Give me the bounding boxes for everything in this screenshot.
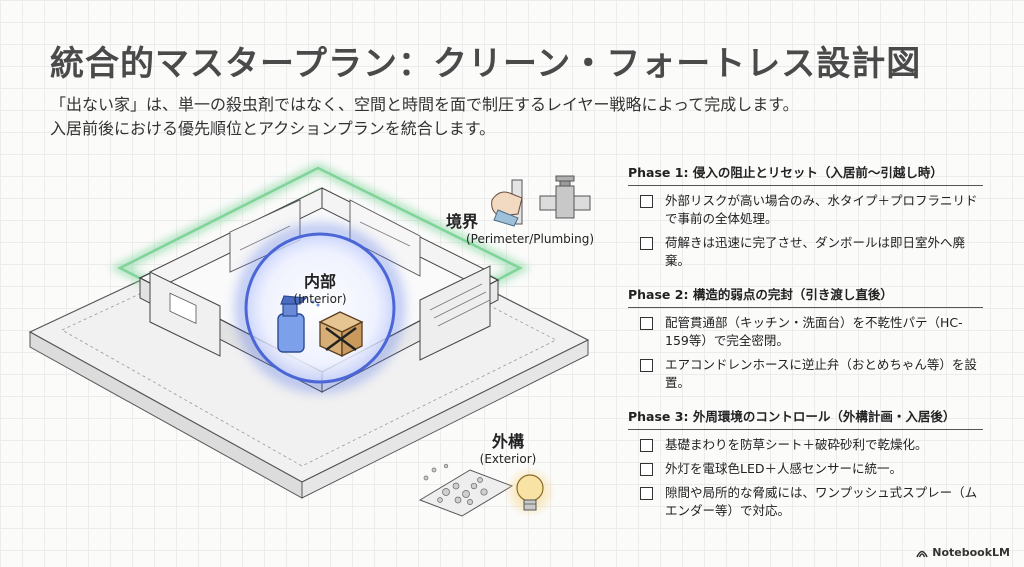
house-illustration: [28, 162, 591, 518]
phase-1: Phase 1: 侵入の阻止とリセット（入居前〜引越し時） 外部リスクが高い場合…: [628, 162, 983, 270]
task-text: エアコンドレンホースに逆止弁（おとめちゃん等）を設置。: [665, 357, 977, 390]
phase-2-title: Phase 2: 構造的弱点の完封（引き渡し直後）: [628, 284, 983, 308]
phase-3-task-1[interactable]: 基礎まわりを防草シート＋破砕砂利で乾燥化。: [640, 436, 983, 454]
page-title: 統合的マスタープラン：クリーン・フォートレス設計図: [50, 44, 922, 84]
checkbox[interactable]: [640, 439, 653, 452]
phase-2: Phase 2: 構造的弱点の完封（引き渡し直後） 配管貫通部（キッチン・洗面台…: [628, 284, 983, 392]
footer-brand: NotebookLM: [916, 546, 1010, 559]
footer-brand-text: NotebookLM: [932, 546, 1010, 559]
task-text: 隙間や局所的な脅威には、ワンプッシュ式スプレー（ムエンダー等）で対応。: [665, 485, 978, 518]
cardboard-box-crossed-icon: [318, 311, 364, 358]
task-text: 荷解きは迅速に完了させ、ダンボールは即日室外へ廃棄。: [665, 235, 966, 268]
checkbox[interactable]: [640, 317, 653, 330]
phase-2-task-1[interactable]: 配管貫通部（キッチン・洗面台）を不乾性パテ（HC-159等）で完全密閉。: [640, 314, 983, 350]
checkbox[interactable]: [640, 463, 653, 476]
zone-perimeter-sublabel: (Perimeter/Plumbing): [466, 232, 594, 246]
phase-1-task-1[interactable]: 外部リスクが高い場合のみ、水タイプ＋プロフラニリドで事前の全体処理。: [640, 192, 983, 228]
light-bulb-icon: [504, 466, 556, 518]
phase-3: Phase 3: 外周環境のコントロール（外構計画・入居後） 基礎まわりを防草シ…: [628, 406, 983, 520]
phase-2-task-2[interactable]: エアコンドレンホースに逆止弁（おとめちゃん等）を設置。: [640, 356, 983, 392]
checkbox[interactable]: [640, 487, 653, 500]
zone-interior-label: 内部: [303, 272, 336, 291]
task-text: 外灯を電球色LED＋人感センサーに統一。: [665, 461, 902, 476]
phase-1-task-2[interactable]: 荷解きは迅速に完了させ、ダンボールは即日室外へ廃棄。: [640, 234, 983, 270]
subtitle-line-1: 「出ない家」は、単一の殺虫剤ではなく、空間と時間を面で制圧するレイヤー戦略によっ…: [50, 95, 799, 114]
notebooklm-logo-icon: [916, 550, 928, 557]
checkbox[interactable]: [640, 195, 653, 208]
phase-3-task-3[interactable]: 隙間や局所的な脅威には、ワンプッシュ式スプレー（ムエンダー等）で対応。: [640, 484, 983, 520]
hand-wiping-pipe-icon: [491, 179, 523, 227]
checkbox[interactable]: [640, 359, 653, 372]
zone-label-perimeter: 境界 (Perimeter/Plumbing): [446, 208, 626, 246]
zone-perimeter-label: 境界: [446, 212, 479, 231]
zone-interior-sublabel: (Interior): [293, 292, 347, 306]
zone-label-exterior: 外構 (Exterior): [468, 428, 548, 466]
zone-exterior-sublabel: (Exterior): [479, 452, 537, 466]
task-text: 基礎まわりを防草シート＋破砕砂利で乾燥化。: [665, 437, 928, 452]
task-text: 外部リスクが高い場合のみ、水タイプ＋プロフラニリドで事前の全体処理。: [665, 193, 978, 226]
checkbox[interactable]: [640, 237, 653, 250]
phase-3-task-2[interactable]: 外灯を電球色LED＋人感センサーに統一。: [640, 460, 983, 478]
gravel-icon: [418, 463, 514, 517]
subtitle-line-2: 入居前後における優先順位とアクションプランを統合します。: [50, 119, 496, 138]
page-subtitle: 「出ない家」は、単一の殺虫剤ではなく、空間と時間を面で制圧するレイヤー戦略によっ…: [50, 93, 950, 141]
task-text: 配管貫通部（キッチン・洗面台）を不乾性パテ（HC-159等）で完全密閉。: [665, 315, 963, 348]
valve-icon: [539, 175, 591, 219]
interior-glow: [236, 224, 404, 392]
phase-checklist: Phase 1: 侵入の阻止とリセット（入居前〜引越し時） 外部リスクが高い場合…: [628, 162, 983, 534]
phase-3-title: Phase 3: 外周環境のコントロール（外構計画・入居後）: [628, 406, 983, 430]
phase-1-title: Phase 1: 侵入の阻止とリセット（入居前〜引越し時）: [628, 162, 983, 186]
zone-exterior-label: 外構: [491, 432, 524, 451]
zone-label-interior: 内部 (Interior): [270, 268, 370, 306]
spray-bottle-icon: [277, 295, 320, 353]
